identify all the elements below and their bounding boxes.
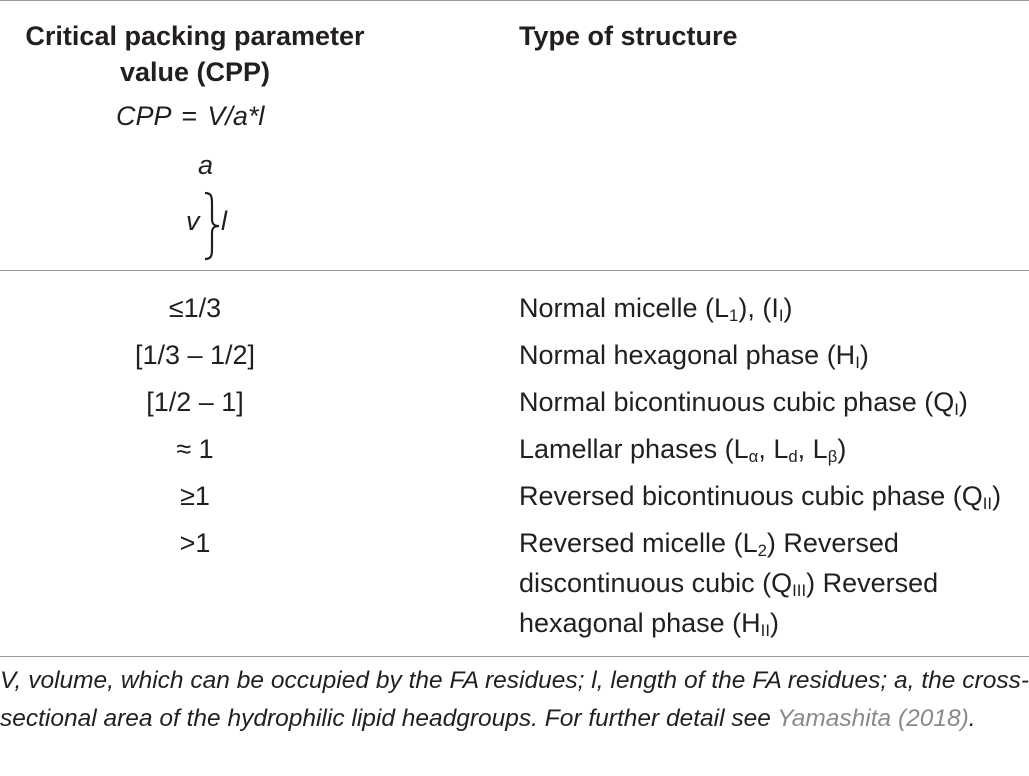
diagram-label-v: v	[186, 206, 200, 236]
structure-row6-line1: Reversed micelle (L2) Reversed	[519, 528, 899, 561]
structure-row6: Reversed micelle (L2) Reversed discontin…	[519, 523, 938, 643]
header-rule	[0, 270, 1029, 271]
cpp-value-row6: >1	[179, 528, 211, 558]
diagram-label-l: l	[221, 206, 227, 236]
formula-rhs: V/a*l	[207, 101, 265, 131]
reference-link[interactable]: Yamashita (2018)	[777, 705, 969, 732]
footnote-text: V, volume, which can be occupied by the …	[0, 667, 1029, 732]
structure-row6-line3: hexagonal phase (HII)	[519, 608, 779, 641]
structure-row3: Normal bicontinuous cubic phase (QI)	[519, 387, 968, 420]
column-header-cpp: Critical packing parameter value (CPP)	[0, 18, 390, 90]
table-top-rule	[0, 0, 1029, 1]
cpp-value-row2: [1/3 – 1/2]	[134, 340, 256, 370]
curly-brace-icon	[204, 191, 220, 261]
table-bottom-rule	[0, 656, 1029, 657]
cpp-value-row5: ≥1	[180, 481, 210, 511]
diagram-label-a: a	[198, 150, 214, 180]
column-header-structure: Type of structure	[519, 21, 738, 51]
cpp-value-row3: [1/2 – 1]	[146, 387, 244, 417]
footnote-end: .	[968, 705, 976, 732]
structure-row6-line2: discontinuous cubic (QIII) Reversed	[519, 568, 939, 601]
cpp-value-row1: ≤1/3	[168, 293, 222, 323]
column-header-cpp-line2: value (CPP)	[119, 57, 271, 87]
structure-row4: Lamellar phases (Lα, Ld, Lβ)	[519, 434, 847, 467]
structure-row5: Reversed bicontinuous cubic phase (QII)	[519, 481, 1002, 514]
formula-equals: =	[181, 101, 198, 131]
formula-lhs: CPP	[116, 101, 172, 131]
structure-row2: Normal hexagonal phase (HI)	[519, 340, 869, 373]
structure-row1: Normal micelle (L1), (II)	[519, 293, 793, 326]
column-header-cpp-line1: Critical packing parameter	[25, 21, 365, 51]
table-footnote: V, volume, which can be occupied by the …	[0, 662, 1029, 738]
cpp-formula: CPP = V/a*l	[116, 101, 264, 132]
cpp-value-row4: ≈ 1	[176, 434, 214, 464]
